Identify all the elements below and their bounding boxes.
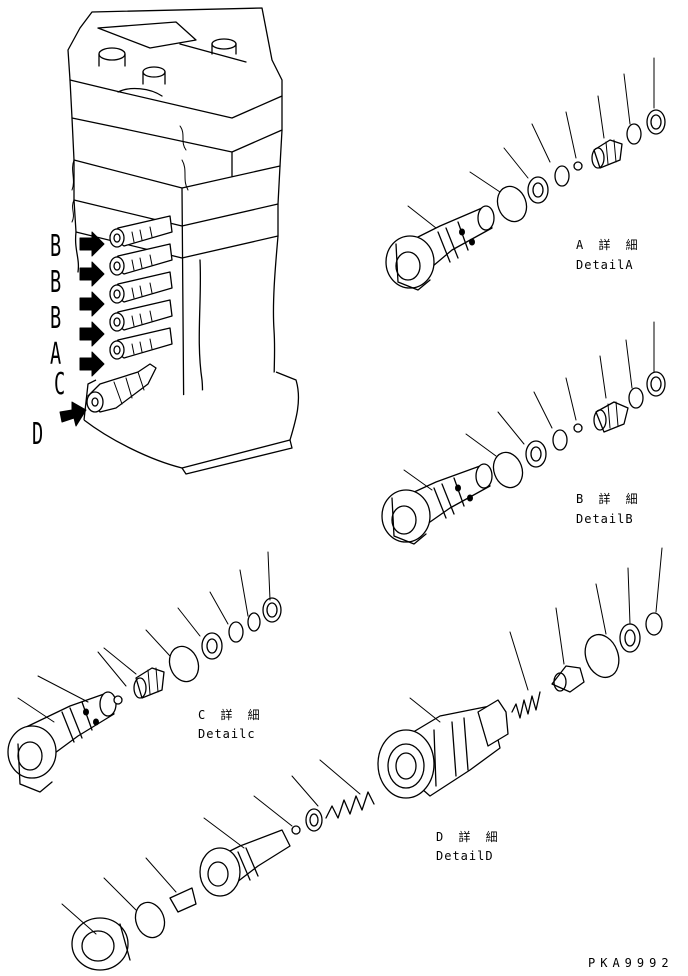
detail-d-drawing	[61, 547, 663, 971]
arrow-icon	[79, 351, 105, 377]
arrow-icon	[59, 401, 87, 427]
detail-a-caption-en: DetailA	[576, 258, 634, 272]
valve-spools	[86, 215, 173, 413]
control-valve-body	[67, 7, 300, 475]
arrow-icon	[79, 291, 105, 317]
arrow-icon	[79, 321, 105, 347]
marker-a: A	[50, 337, 62, 372]
marker-b-1: B	[50, 229, 62, 264]
drawing-code: PKA9992	[588, 956, 674, 970]
detail-c-caption-jp: C 詳 細	[198, 708, 264, 722]
detail-a-caption-jp: A 詳 細	[576, 238, 642, 252]
marker-c: C	[54, 367, 66, 402]
marker-b-2: B	[50, 265, 62, 300]
detail-b-drawing	[381, 321, 666, 545]
marker-b-3: B	[50, 301, 62, 336]
callout-arrows	[59, 231, 105, 427]
arrow-icon	[79, 261, 105, 287]
detail-c-caption-en: Detailc	[198, 727, 256, 741]
detail-d-caption-jp: D 詳 細	[436, 830, 502, 844]
detail-c-drawing	[7, 551, 282, 793]
marker-d: D	[32, 417, 44, 452]
detail-b-caption-en: DetailB	[576, 512, 634, 526]
arrow-icon	[79, 231, 105, 257]
detail-d-caption-en: DetailD	[436, 849, 494, 863]
detail-a-drawing	[385, 57, 666, 291]
detail-b-caption-jp: B 詳 細	[576, 492, 642, 506]
